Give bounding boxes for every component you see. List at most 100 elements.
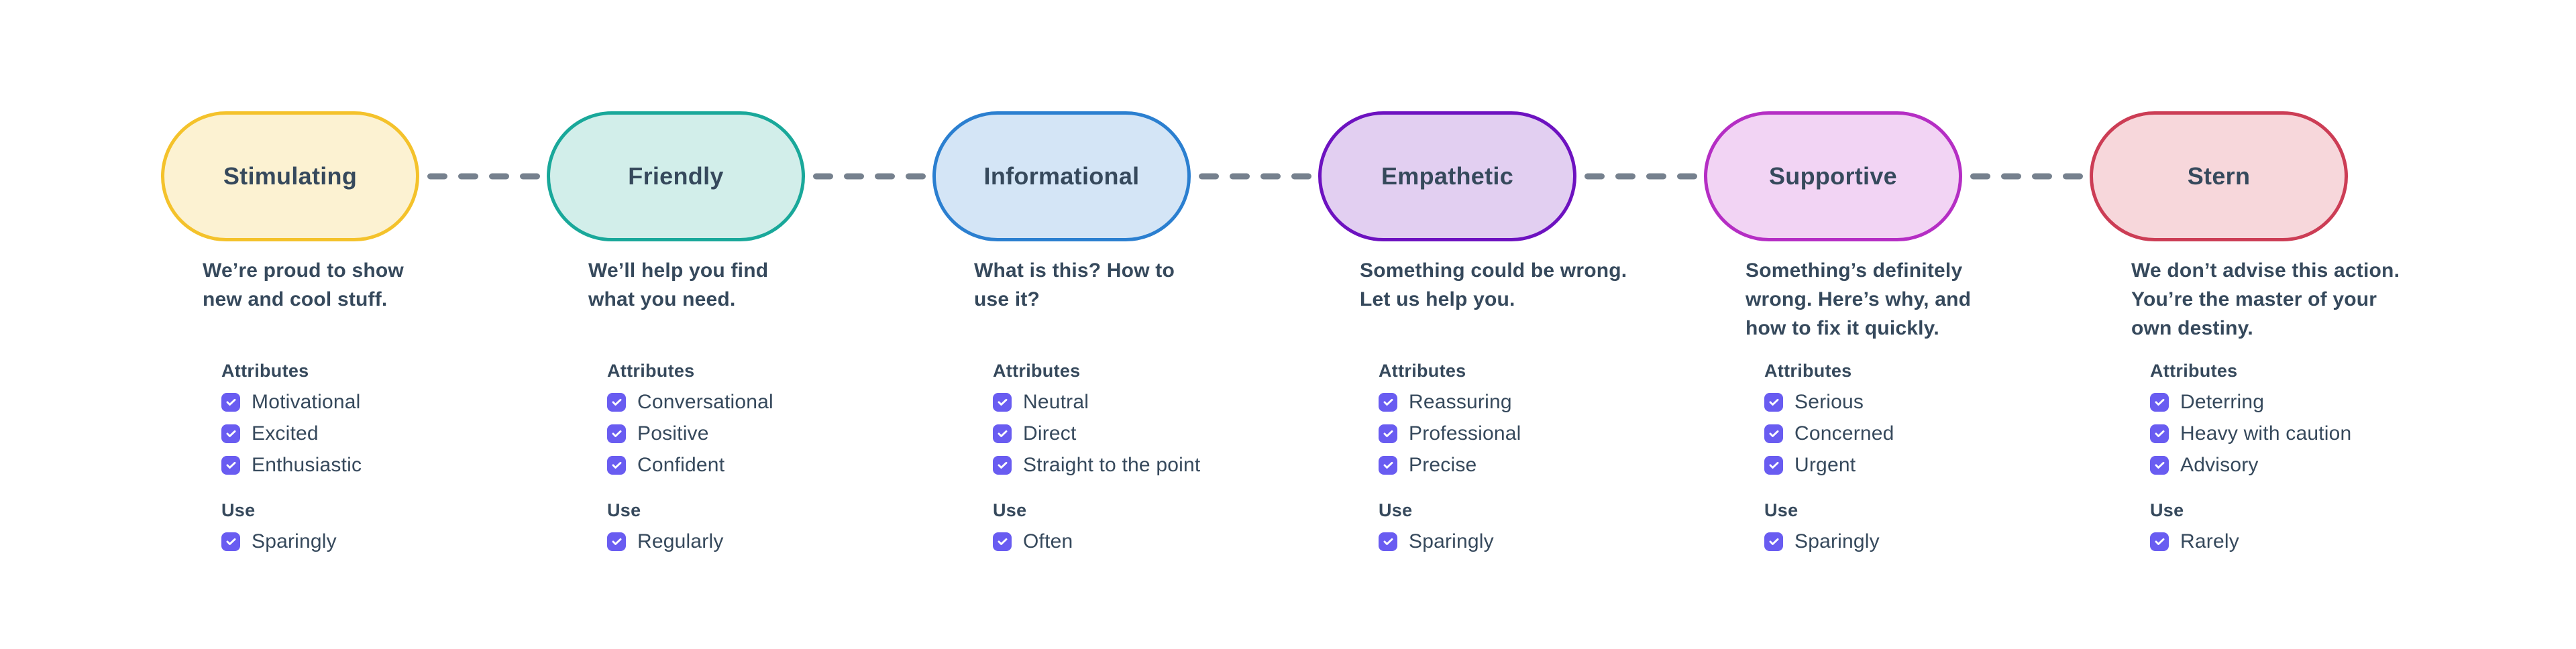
attributes-section: Attributes Conversational Positive Confi… xyxy=(607,361,773,476)
checkmark-icon xyxy=(998,461,1007,469)
tone-pill: Friendly xyxy=(547,111,805,241)
attribute-label: Motivational xyxy=(252,390,361,413)
use-section: Use Sparingly xyxy=(1764,500,1880,552)
checkmark-icon xyxy=(2155,461,2164,469)
attributes-label: Attributes xyxy=(1764,361,1852,381)
use-value-label: Sparingly xyxy=(1409,530,1494,552)
connector-dashed-line xyxy=(1576,173,1704,180)
attribute-label: Reassuring xyxy=(1409,390,1512,413)
attribute-item: Reassuring xyxy=(1379,391,1521,413)
checkmark-icon xyxy=(1769,398,1778,406)
attribute-checkbox[interactable] xyxy=(1379,392,1397,412)
use-item: Often xyxy=(993,530,1073,552)
attribute-label: Excited xyxy=(252,422,319,445)
attribute-item: Precise xyxy=(1379,454,1521,476)
attribute-label: Heavy with caution xyxy=(2180,422,2352,445)
attribute-item: Positive xyxy=(607,422,773,445)
tone-name: Friendly xyxy=(628,162,724,190)
attributes-section: Attributes Deterring Heavy with caution … xyxy=(2150,361,2351,476)
tone-description: Something’s definitely wrong. Here’s why… xyxy=(1746,259,1972,339)
use-checkbox[interactable] xyxy=(2150,532,2169,551)
attribute-item: Enthusiastic xyxy=(221,454,362,476)
checkmark-icon xyxy=(226,430,235,437)
attribute-checkbox[interactable] xyxy=(993,424,1012,443)
attributes-section: Attributes Motivational Excited Enthusia… xyxy=(221,361,362,476)
attribute-label: Positive xyxy=(637,422,709,445)
attribute-checkbox[interactable] xyxy=(1379,424,1397,443)
checkmark-icon xyxy=(612,538,621,545)
use-value-label: Sparingly xyxy=(1794,530,1880,552)
checkmark-icon xyxy=(2155,398,2164,406)
attribute-checkbox[interactable] xyxy=(1764,392,1783,412)
tone-pill: Stimulating xyxy=(161,111,419,241)
checkmark-icon xyxy=(1769,430,1778,437)
attribute-checkbox[interactable] xyxy=(2150,392,2169,412)
attribute-label: Deterring xyxy=(2180,390,2265,413)
attribute-checkbox[interactable] xyxy=(221,424,240,443)
attribute-item: Confident xyxy=(607,454,773,476)
checkmark-icon xyxy=(2155,430,2164,437)
attribute-label: Precise xyxy=(1409,453,1477,476)
attribute-checkbox[interactable] xyxy=(2150,424,2169,443)
checkmark-icon xyxy=(2155,538,2164,545)
attribute-checkbox[interactable] xyxy=(221,455,240,475)
tone-description: We’re proud to show new and cool stuff. xyxy=(203,259,404,310)
attribute-checkbox[interactable] xyxy=(1379,455,1397,475)
attribute-item: Neutral xyxy=(993,391,1200,413)
use-checkbox[interactable] xyxy=(1379,532,1397,551)
attributes-section: Attributes Reassuring Professional Preci… xyxy=(1379,361,1521,476)
attributes-section: Attributes Serious Concerned Urgent xyxy=(1764,361,1894,476)
attribute-item: Heavy with caution xyxy=(2150,422,2351,445)
attribute-checkbox[interactable] xyxy=(993,455,1012,475)
attribute-checkbox[interactable] xyxy=(607,392,626,412)
attribute-label: Straight to the point xyxy=(1023,453,1201,476)
use-section: Use Sparingly xyxy=(221,500,337,552)
attribute-checkbox[interactable] xyxy=(2150,455,2169,475)
connector-dashed-line xyxy=(1191,173,1318,180)
use-checkbox[interactable] xyxy=(1764,532,1783,551)
attributes-label: Attributes xyxy=(221,361,309,381)
attribute-item: Excited xyxy=(221,422,362,445)
use-checkbox[interactable] xyxy=(993,532,1012,551)
use-checkbox[interactable] xyxy=(607,532,626,551)
attribute-checkbox[interactable] xyxy=(1764,424,1783,443)
checkmark-icon xyxy=(1383,398,1393,406)
checkmark-icon xyxy=(1769,461,1778,469)
use-checkbox[interactable] xyxy=(221,532,240,551)
attribute-item: Concerned xyxy=(1764,422,1894,445)
attribute-label: Neutral xyxy=(1023,390,1089,413)
checkmark-icon xyxy=(998,430,1007,437)
use-label: Use xyxy=(1764,500,1799,520)
use-value-label: Regularly xyxy=(637,530,724,552)
attribute-item: Professional xyxy=(1379,422,1521,445)
attribute-checkbox[interactable] xyxy=(1764,455,1783,475)
use-section: Use Often xyxy=(993,500,1073,552)
attribute-checkbox[interactable] xyxy=(607,455,626,475)
checkmark-icon xyxy=(226,398,235,406)
tone-pill: Stern xyxy=(2090,111,2348,241)
tone-name: Informational xyxy=(983,162,1140,190)
attribute-checkbox[interactable] xyxy=(993,392,1012,412)
tone-name: Stimulating xyxy=(223,162,358,190)
use-item: Sparingly xyxy=(221,530,337,552)
use-section: Use Regularly xyxy=(607,500,724,552)
attribute-item: Urgent xyxy=(1764,454,1894,476)
use-section: Use Rarely xyxy=(2150,500,2239,552)
connector-dashed-line xyxy=(1962,173,2090,180)
checkmark-icon xyxy=(998,398,1007,406)
checkmark-icon xyxy=(226,461,235,469)
tone-pill: Informational xyxy=(932,111,1191,241)
checkmark-icon xyxy=(612,461,621,469)
attribute-label: Confident xyxy=(637,453,725,476)
checkmark-icon xyxy=(1383,461,1393,469)
checkmark-icon xyxy=(612,398,621,406)
attribute-checkbox[interactable] xyxy=(221,392,240,412)
attributes-section: Attributes Neutral Direct Straight to th… xyxy=(993,361,1200,476)
attribute-item: Deterring xyxy=(2150,391,2351,413)
checkmark-icon xyxy=(226,538,235,545)
use-item: Sparingly xyxy=(1379,530,1494,552)
attributes-label: Attributes xyxy=(607,361,695,381)
attribute-checkbox[interactable] xyxy=(607,424,626,443)
attribute-item: Advisory xyxy=(2150,454,2351,476)
attribute-label: Urgent xyxy=(1794,453,1856,476)
